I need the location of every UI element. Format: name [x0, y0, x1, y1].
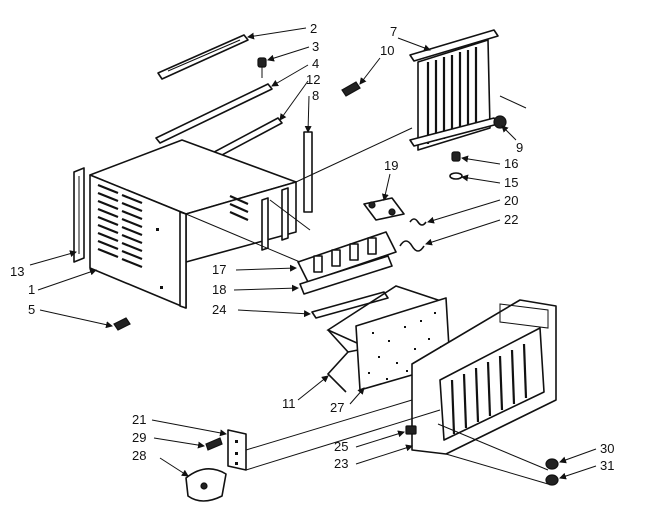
part-clip-20: [409, 218, 427, 226]
part-vertical-bar-8: [303, 131, 313, 213]
part-bracket-25: [405, 425, 417, 435]
callout-11: 11: [282, 396, 296, 411]
callout-5: 5: [28, 302, 35, 317]
callout-22: 22: [504, 212, 518, 227]
callout-23: 23: [334, 456, 348, 471]
callout-17: 17: [212, 262, 226, 277]
callout-31: 31: [600, 458, 614, 473]
callout-2: 2: [310, 21, 317, 36]
part-base-bracket-18: [299, 255, 393, 295]
callout-16: 16: [504, 156, 518, 171]
part-screw-29: [205, 437, 223, 451]
part-screw-5: [113, 317, 131, 331]
callout-labels: 2 3 4 12 8 7 10 9 16 15 19 20 22 13 1 5 …: [10, 21, 614, 473]
callout-8: 8: [312, 88, 319, 103]
callout-7: 7: [390, 24, 397, 39]
callout-28: 28: [132, 448, 146, 463]
part-nut-9: [493, 115, 507, 129]
callout-29: 29: [132, 430, 146, 445]
callout-24: 24: [212, 302, 226, 317]
callout-1: 1: [28, 282, 35, 297]
callout-21: 21: [132, 412, 146, 427]
part-control-bracket-17: [297, 231, 397, 283]
callout-10: 10: [380, 43, 394, 58]
part-plate-21: [227, 429, 247, 471]
assembly-lines: [185, 95, 549, 485]
callout-27: 27: [330, 400, 344, 415]
callout-18: 18: [212, 282, 226, 297]
part-rail-4: [155, 83, 273, 144]
part-bracket-19: [363, 197, 405, 221]
callout-30: 30: [600, 441, 614, 456]
part-cabinet: [89, 139, 297, 309]
part-screw-10: [341, 81, 361, 97]
part-knob-31: [545, 474, 559, 486]
callout-4: 4: [312, 56, 319, 71]
callout-9: 9: [516, 140, 523, 155]
part-bracket-28: [185, 468, 227, 502]
leader-lines: [29, 27, 597, 480]
part-clip-22: [399, 240, 425, 252]
callout-3: 3: [312, 39, 319, 54]
part-screw-3: [257, 57, 267, 78]
callout-19: 19: [384, 158, 398, 173]
part-screw-16: [451, 151, 461, 162]
callout-15: 15: [504, 175, 518, 190]
part-knob-30: [545, 458, 559, 470]
callout-12: 12: [306, 72, 320, 87]
callout-20: 20: [504, 193, 518, 208]
part-strip-24: [311, 291, 389, 319]
callout-13: 13: [10, 264, 24, 279]
callout-25: 25: [334, 439, 348, 454]
part-top-bracket-bar: [157, 34, 249, 80]
part-washer-15: [449, 172, 463, 180]
part-side-strip-13: [73, 167, 85, 263]
part-rear-grille: [409, 29, 499, 151]
